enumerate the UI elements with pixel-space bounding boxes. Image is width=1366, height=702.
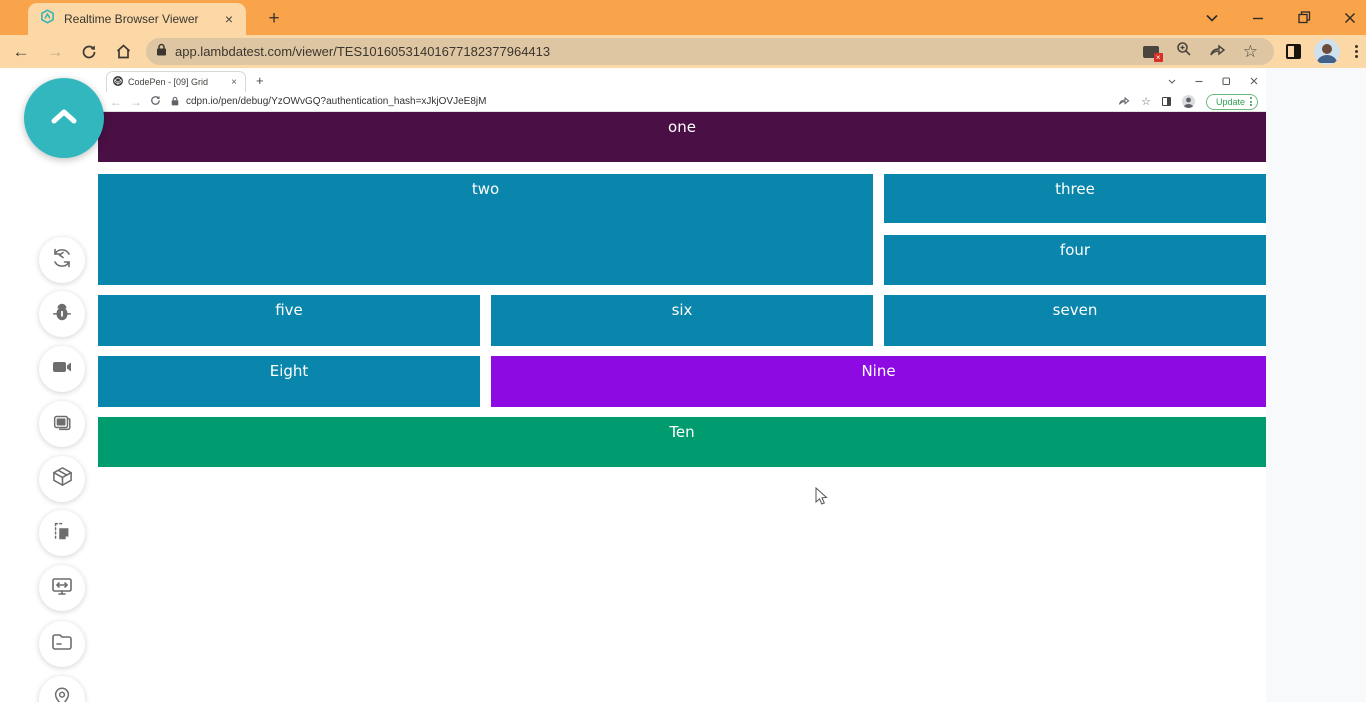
grid-box-label: one	[668, 118, 696, 136]
outer-url-text: app.lambdatest.com/viewer/TES10160531401…	[175, 44, 551, 59]
remote-restore-button[interactable]	[1222, 76, 1231, 86]
outer-toolbar: ← → app.lambdatest.com/viewer/TES1016053…	[0, 35, 1366, 68]
outer-tab-title: Realtime Browser Viewer	[64, 12, 199, 26]
outer-restore-button[interactable]	[1296, 10, 1312, 26]
report-bug-button[interactable]	[39, 291, 85, 337]
grid-box-label: two	[471, 180, 500, 198]
remote-back-icon[interactable]: ←	[110, 94, 122, 109]
grid-box-seven: seven	[884, 295, 1266, 346]
lambdatest-logo-icon	[40, 9, 55, 29]
folder-icon	[50, 630, 74, 659]
home-icon[interactable]	[110, 39, 136, 65]
grid-box-one: one	[98, 112, 1266, 162]
remote-forward-icon[interactable]: →	[130, 94, 142, 109]
codepen-logo-icon	[113, 73, 123, 91]
side-panel-icon[interactable]	[1286, 44, 1301, 59]
cube-icon	[51, 465, 74, 493]
grid-box-six: six	[491, 295, 873, 346]
grid-box-three: three	[884, 174, 1266, 223]
right-gutter	[1266, 68, 1366, 702]
lock-icon	[156, 43, 167, 61]
layout-button[interactable]	[39, 510, 85, 556]
monitor-resize-icon	[50, 574, 74, 603]
grid-box-nine: Nine	[491, 356, 1266, 407]
grid-box-ten: Ten	[98, 417, 1266, 467]
profile-avatar[interactable]	[1314, 38, 1340, 65]
viewer-workspace: CodePen - [09] Grid × +	[0, 68, 1366, 702]
location-pin-icon	[51, 686, 73, 702]
scroll-top-button[interactable]	[24, 78, 104, 158]
grid-box-label: six	[671, 301, 693, 319]
outer-tab-search-chevron-icon[interactable]	[1204, 10, 1220, 26]
remote-toolbar: ← → cdpn.io/pen/debug/YzOWvGQ?authentica…	[98, 92, 1266, 112]
geolocation-button[interactable]	[39, 676, 85, 702]
grid-box-five: five	[98, 295, 480, 346]
grid-box-two: two	[98, 174, 873, 285]
viewer-sidebar	[0, 68, 104, 702]
grid-box-label: four	[1059, 241, 1091, 259]
remote-tab-title: CodePen - [09] Grid	[128, 77, 209, 87]
video-camera-icon	[50, 355, 74, 384]
remote-tab-codepen[interactable]: CodePen - [09] Grid ×	[106, 71, 246, 92]
remote-minimize-button[interactable]	[1195, 77, 1203, 85]
back-icon[interactable]: ←	[12, 41, 30, 61]
grid-box-label: Nine	[861, 362, 896, 380]
bookmark-star-icon[interactable]: ☆	[1242, 41, 1258, 61]
update-button[interactable]: Update	[1205, 93, 1258, 110]
sync-icon	[50, 246, 74, 275]
menu-kebab-icon[interactable]	[1353, 43, 1360, 60]
remote-lock-icon	[171, 93, 179, 111]
capture-blocked-icon[interactable]	[1142, 45, 1163, 62]
chevron-up-icon	[49, 107, 79, 130]
outer-url-bar[interactable]: app.lambdatest.com/viewer/TES10160531401…	[146, 38, 1274, 65]
device-3d-button[interactable]	[39, 456, 85, 502]
gallery-icon	[51, 411, 73, 438]
grid-box-label: three	[1055, 180, 1095, 198]
grid-box-label: Ten	[669, 423, 695, 441]
grid-demo: one two three four five six seven Eight …	[98, 112, 1266, 702]
grid-box-four: four	[884, 235, 1266, 285]
screen-resolution-button[interactable]	[39, 565, 85, 611]
remote-new-tab-button[interactable]: +	[256, 73, 264, 88]
update-kebab-icon	[1250, 97, 1252, 106]
outer-minimize-button[interactable]	[1250, 10, 1266, 26]
remote-tab-close-icon[interactable]: ×	[231, 76, 237, 88]
grid-box-label: Eight	[269, 362, 309, 380]
remote-close-button[interactable]	[1250, 77, 1258, 85]
layout-icon	[51, 520, 73, 547]
refresh-icon[interactable]	[76, 39, 102, 65]
share-icon[interactable]	[1209, 42, 1226, 62]
project-folder-button[interactable]	[39, 621, 85, 667]
outer-tab-close-icon[interactable]: ×	[224, 11, 233, 27]
bug-icon	[51, 301, 73, 328]
record-video-button[interactable]	[39, 346, 85, 392]
remote-side-panel-icon[interactable]	[1161, 97, 1171, 106]
forward-icon[interactable]: →	[46, 41, 64, 61]
outer-tab-realtime-viewer[interactable]: Realtime Browser Viewer ×	[28, 3, 246, 35]
gallery-button[interactable]	[39, 401, 85, 447]
remote-tabstrip: CodePen - [09] Grid × +	[98, 70, 1266, 92]
mouse-cursor	[815, 486, 828, 511]
remote-refresh-icon[interactable]	[150, 95, 161, 109]
remote-url-text: cdpn.io/pen/debug/YzOWvGQ?authentication…	[186, 96, 487, 107]
zoom-icon[interactable]	[1176, 41, 1192, 62]
grid-box-eight: Eight	[98, 356, 480, 407]
remote-bookmark-star-icon[interactable]: ☆	[1141, 96, 1151, 108]
outer-titlebar: Realtime Browser Viewer × +	[0, 0, 1366, 35]
remote-browser-window: CodePen - [09] Grid × +	[98, 70, 1266, 702]
outer-close-button[interactable]	[1342, 10, 1358, 26]
outer-new-tab-button[interactable]: +	[268, 8, 280, 29]
grid-box-label: five	[275, 301, 303, 319]
grid-box-label: seven	[1052, 301, 1098, 319]
update-button-label: Update	[1215, 96, 1245, 107]
switch-browser-button[interactable]	[39, 237, 85, 283]
remote-chevron-icon[interactable]	[1168, 79, 1176, 84]
remote-profile-icon[interactable]	[1181, 95, 1195, 108]
remote-share-icon[interactable]	[1118, 93, 1130, 111]
